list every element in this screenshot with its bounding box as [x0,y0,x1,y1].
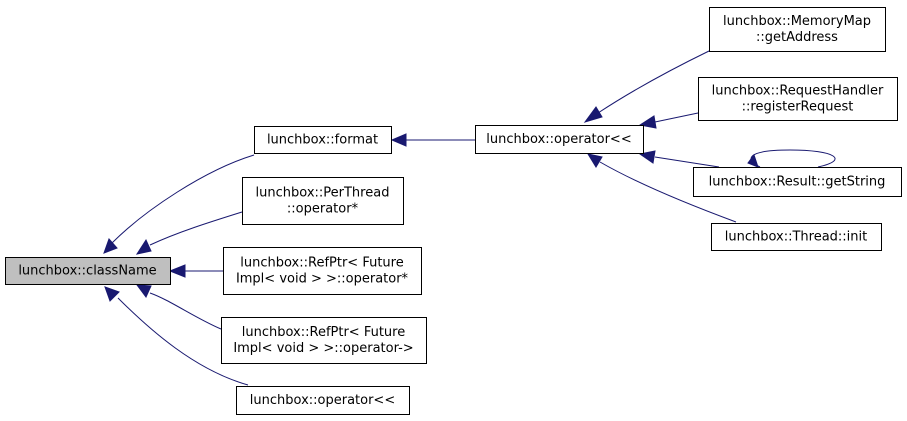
edge-memorymap-to-operator-ll-mid [583,50,710,123]
node-format[interactable]: lunchbox::format [254,126,392,154]
node-box [221,317,427,364]
node-label: lunchbox::operator<< [250,393,395,408]
arrow-head-icon [390,133,407,147]
node-label: lunchbox::MemoryMap [723,14,871,29]
edge-refptr-deref-to-className [168,264,223,278]
node-label: lunchbox::RefPtr< Future [240,256,403,271]
node-result-getstring[interactable]: lunchbox::Result::getString [693,167,902,197]
node-label: lunchbox::RefPtr< Future [242,325,405,340]
node-box [711,223,882,251]
arrow-head-icon [103,238,118,254]
edge-line [654,156,720,168]
arrow-head-icon [586,153,603,168]
node-label: lunchbox::Result::getString [709,175,886,190]
node-label: lunchbox::className [18,264,156,279]
edge-line [750,149,836,168]
edge-operator-ll-bottom-to-className [104,286,249,386]
edge-result-getstring-to-operator-ll-mid [638,150,720,168]
node-box [254,126,392,154]
node-memorymap[interactable]: lunchbox::MemoryMap::getAddress [709,7,886,52]
edge-line [149,211,243,246]
node-requesthandler[interactable]: lunchbox::RequestHandler::registerReques… [698,77,898,121]
node-operator-ll-bottom[interactable]: lunchbox::operator<< [236,386,410,415]
edge-operator-ll-mid-to-format [390,133,475,147]
edge-perthread-to-className [135,211,243,255]
nodes-layer: lunchbox::classNamelunchbox::formatlunch… [5,7,902,415]
edge-format-to-className [103,154,255,254]
edge-line [149,292,222,330]
edge-line [597,50,710,114]
node-box [693,167,902,197]
node-box [223,247,422,295]
node-label: ::operator* [287,202,359,217]
node-box [242,177,404,225]
edge-thread-init-to-operator-ll-mid [586,153,737,223]
edge-result-getstring-to-result-getstring [747,149,836,168]
node-box [709,7,886,52]
arrow-head-icon [135,238,152,255]
node-box [475,125,644,154]
node-box [5,257,171,285]
node-className[interactable]: lunchbox::className [5,257,171,285]
arrow-head-icon [135,284,152,298]
edge-refptr-arrow-to-className [135,284,222,330]
node-label: ::getAddress [756,30,838,45]
arrow-head-icon [747,153,759,168]
arrow-head-icon [104,286,120,302]
node-label: ::registerRequest [742,100,854,115]
arrow-head-icon [168,264,186,278]
node-label: Impl< void > >::operator* [236,272,409,287]
node-label: lunchbox::Thread::init [725,230,868,245]
node-label: lunchbox::PerThread [256,186,390,201]
node-box [698,77,898,121]
node-perthread[interactable]: lunchbox::PerThread::operator* [242,177,404,225]
edge-line [599,161,737,223]
node-label: lunchbox::operator<< [486,132,631,147]
edge-line [117,297,249,386]
edge-line [111,154,255,244]
node-label: lunchbox::format [267,133,378,148]
arrow-head-icon [583,106,603,123]
edge-line [654,112,699,123]
node-box [236,386,410,415]
edge-requesthandler-to-operator-ll-mid [638,112,699,129]
node-thread-init[interactable]: lunchbox::Thread::init [711,223,882,251]
node-label: lunchbox::RequestHandler [712,84,884,99]
node-operator-ll-mid[interactable]: lunchbox::operator<< [475,125,644,154]
node-label: Impl< void > >::operator-> [233,341,413,356]
